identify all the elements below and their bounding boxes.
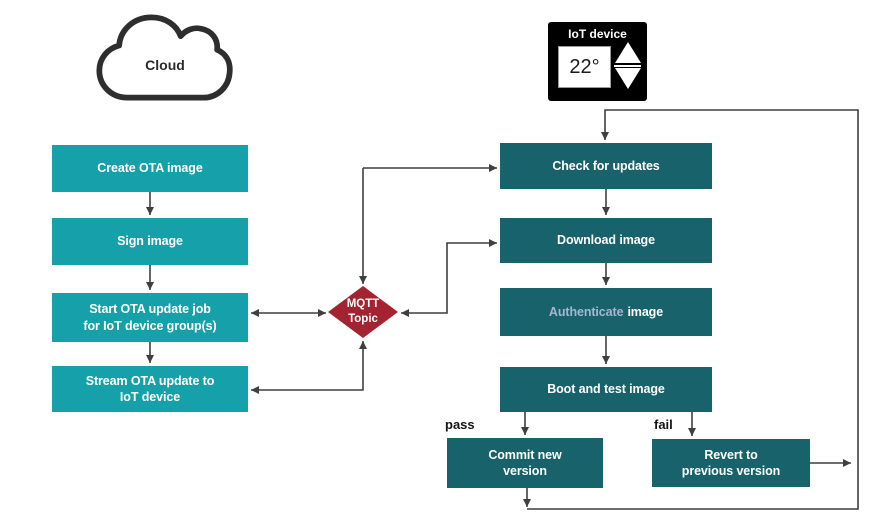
step-label: Check for updates — [552, 158, 660, 173]
step-commit-new-version: Commit new version — [447, 438, 603, 488]
authenticate-rest: image — [627, 304, 664, 319]
step-label-line2: IoT device — [119, 390, 181, 404]
cloud-icon — [96, 14, 233, 101]
step-download-image: Download image — [500, 218, 712, 263]
step-label-line1: Revert to — [704, 447, 758, 462]
step-check-for-updates: Check for updates — [500, 143, 712, 189]
step-authenticate-image: Authenticate image — [500, 288, 712, 336]
mqtt-label-line2: Topic — [348, 313, 378, 325]
step-label-line2: for IoT device group(s) — [83, 318, 217, 333]
thermostat-up-icon — [614, 42, 641, 63]
pass-label: pass — [445, 417, 475, 432]
step-label: Download image — [557, 233, 655, 248]
iot-device-icon: IoT device 22° — [548, 22, 647, 101]
thermostat-down-icon — [614, 68, 641, 89]
step-label: Sign image — [117, 234, 183, 249]
step-create-ota-image: Create OTA image — [52, 145, 248, 192]
cloud-label: Cloud — [145, 57, 185, 73]
iot-device-label: IoT device — [568, 27, 627, 41]
step-start-ota-update-job: Start OTA update job for IoT device grou… — [52, 293, 248, 342]
step-revert-to-previous-version: Revert to previous version — [652, 439, 810, 487]
step-stream-ota-update: Stream OTA update to IoT device — [52, 366, 248, 412]
thermostat-divider — [614, 64, 641, 67]
arrow-mqtt-download — [401, 239, 497, 317]
step-boot-and-test-image: Boot and test image — [500, 367, 712, 412]
step-sign-image: Sign image — [52, 218, 248, 265]
authenticate-link: Authenticate — [548, 304, 624, 319]
step-label-line1: Start OTA update job — [89, 302, 211, 316]
step-label-line2: version — [503, 464, 547, 478]
step-label-line1: Commit new — [488, 447, 562, 462]
mqtt-topic-label: MQTT Topic — [328, 286, 398, 338]
fail-label: fail — [654, 417, 673, 432]
step-label-line2: previous version — [681, 464, 781, 478]
step-label: Create OTA image — [97, 161, 203, 176]
step-label-line1: Stream OTA update to — [85, 373, 215, 388]
thermostat-arrows — [614, 42, 641, 89]
step-label: Authenticate image — [549, 304, 663, 321]
arrow-mqtt-stream — [251, 341, 367, 394]
thermostat-display: 22° — [558, 46, 611, 88]
mqtt-label-line1: MQTT — [346, 298, 380, 311]
step-label: Boot and test image — [547, 382, 665, 397]
